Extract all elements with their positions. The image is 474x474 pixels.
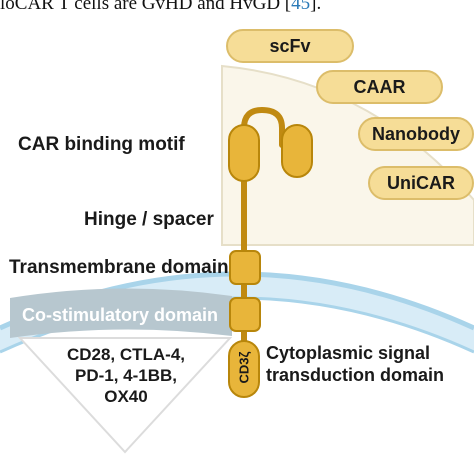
binding-domain-right — [281, 124, 313, 178]
costim-examples-line1: CD28, CTLA-4, — [66, 345, 186, 364]
cd3-zeta-label: CD3ζ — [236, 351, 252, 384]
scfv-pill: scFv — [226, 29, 354, 63]
caar-pill: CAAR — [316, 70, 443, 104]
examples-triangle — [17, 337, 233, 454]
costimulatory-label-background — [10, 288, 232, 338]
costim-examples: CD28, CTLA-4, PD-1, 4-1BB, OX40 — [48, 344, 204, 407]
binding-motif-linker — [241, 106, 285, 153]
costim-examples-line2: PD-1, 4-1BB, — [74, 366, 178, 385]
transmembrane-label: Transmembrane domain — [9, 257, 229, 278]
cytoplasmic-label-line2: transduction domain — [266, 365, 445, 385]
caption-reference-link[interactable]: 45 — [291, 0, 311, 14]
cd3-zeta-domain — [228, 340, 260, 398]
transmembrane-domain — [229, 250, 261, 285]
binding-domain-left — [228, 124, 260, 182]
figure-caption: loCAR T cells are GvHD and HvGD [45]. — [0, 0, 474, 15]
hinge-label: Hinge / spacer — [84, 209, 214, 230]
costimulatory-domain — [229, 297, 261, 332]
costimulatory-label: Co-stimulatory domain — [22, 305, 219, 325]
nanobody-pill: Nanobody — [358, 117, 474, 151]
unicar-pill: UniCAR — [368, 166, 474, 200]
costim-examples-line3: OX40 — [104, 387, 148, 406]
binding-motif-label: CAR binding motif — [18, 134, 185, 155]
cytoplasmic-label: Cytoplasmic signal transduction domain — [266, 342, 444, 386]
caption-suffix: ]. — [310, 0, 322, 14]
cytoplasmic-label-line1: Cytoplasmic signal — [266, 343, 431, 363]
caption-text: loCAR T cells are GvHD and HvGD [ — [0, 0, 292, 14]
